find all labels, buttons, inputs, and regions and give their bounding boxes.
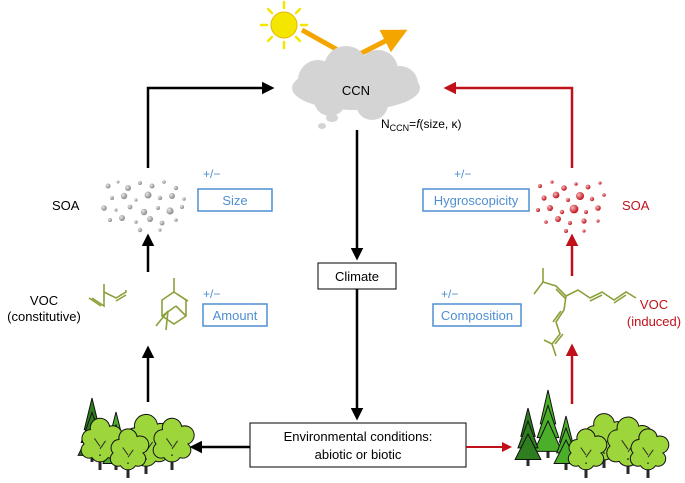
environment-box: Environmental conditions: abiotic or bio… xyxy=(249,422,467,468)
right-voc-line2: (induced) xyxy=(627,314,681,329)
environment-line1: Environmental conditions: xyxy=(284,429,433,444)
particle xyxy=(158,228,162,232)
particle xyxy=(561,185,567,191)
size-sign: +/− xyxy=(203,167,220,181)
environment-line2: abiotic or biotic xyxy=(315,447,402,462)
right-voc-line1: VOC xyxy=(640,297,668,312)
particle xyxy=(149,183,155,189)
particle xyxy=(101,205,107,211)
particle xyxy=(110,196,114,200)
cloud-label: CCN xyxy=(342,83,370,98)
particle xyxy=(159,220,165,226)
particle xyxy=(559,209,565,215)
conifer-tree xyxy=(533,389,563,458)
particle xyxy=(596,219,600,223)
particle xyxy=(120,192,128,200)
particle xyxy=(180,205,184,209)
terpene-molecule-icon xyxy=(533,268,637,357)
particle xyxy=(589,196,595,202)
broadleaf-tree xyxy=(152,417,195,470)
arrow-right-soa-to-ccn xyxy=(443,81,574,168)
broadleaf-tree xyxy=(567,428,608,478)
particle xyxy=(137,227,143,233)
particle xyxy=(169,193,175,199)
particle xyxy=(568,221,572,225)
particle xyxy=(584,210,588,214)
broadleaf-tree xyxy=(629,428,670,478)
left-voc-line2: (constitutive) xyxy=(7,309,81,324)
particle xyxy=(550,180,554,184)
particle xyxy=(544,220,548,224)
particle xyxy=(569,204,579,214)
left-voc-line1: VOC xyxy=(30,293,58,308)
trees-icon xyxy=(514,389,670,478)
trees-icon xyxy=(77,397,195,478)
isoprene-molecule-icon xyxy=(88,284,127,308)
particle xyxy=(108,218,112,222)
particle xyxy=(582,229,586,233)
particle xyxy=(127,204,133,210)
composition-sign: +/− xyxy=(441,287,458,301)
particle xyxy=(157,195,163,201)
particle xyxy=(105,183,111,189)
particle xyxy=(552,191,560,199)
particle xyxy=(536,208,540,212)
particle xyxy=(555,216,561,222)
amount-box: Amount xyxy=(202,303,268,327)
particle xyxy=(547,205,553,211)
particle xyxy=(166,207,174,215)
particle xyxy=(576,192,584,200)
left-soa-label: SOA xyxy=(52,198,80,213)
particle xyxy=(538,184,542,188)
particle xyxy=(134,198,138,202)
hygroscopicity-box: Hygroscopicity xyxy=(422,188,530,212)
particle xyxy=(156,206,160,210)
particle xyxy=(585,184,591,190)
hygroscopicity-sign: +/− xyxy=(454,167,471,181)
particle xyxy=(598,181,602,185)
amount-label: Amount xyxy=(213,308,258,323)
particle xyxy=(173,185,179,191)
particle xyxy=(541,195,547,201)
particle xyxy=(119,215,125,221)
cloud-icon xyxy=(292,46,420,129)
particle xyxy=(574,182,578,186)
particle xyxy=(595,205,601,211)
composition-label: Composition xyxy=(441,308,513,323)
pinene-molecule-icon xyxy=(155,278,189,331)
particle xyxy=(566,198,570,202)
particle xyxy=(174,218,178,222)
sun-icon xyxy=(259,0,309,50)
particles-icon xyxy=(536,180,606,233)
climate-label: Climate xyxy=(335,269,379,284)
arrow-left-soa-to-ccn xyxy=(146,81,275,168)
particle xyxy=(116,180,120,184)
size-box: Size xyxy=(197,188,273,212)
climate-box: Climate xyxy=(317,262,397,290)
particle xyxy=(182,197,186,201)
particles-icon xyxy=(101,180,186,233)
particle xyxy=(138,181,142,185)
hygroscopicity-label: Hygroscopicity xyxy=(434,193,519,208)
particle xyxy=(125,185,131,191)
particle xyxy=(114,208,118,212)
right-soa-label: SOA xyxy=(622,198,650,213)
composition-box: Composition xyxy=(432,303,522,327)
particle xyxy=(162,180,166,184)
broadleaf-tree xyxy=(109,428,150,478)
size-label: Size xyxy=(222,193,247,208)
particle xyxy=(147,216,153,222)
particle xyxy=(602,193,606,197)
particle xyxy=(140,208,148,216)
particle xyxy=(144,191,152,199)
particle xyxy=(564,229,568,233)
amount-sign: +/− xyxy=(203,287,220,301)
particle xyxy=(134,220,138,224)
particle xyxy=(581,218,587,224)
conifer-tree xyxy=(514,407,542,466)
nccn-formula: NCCN=f(size, κ) xyxy=(381,117,462,133)
